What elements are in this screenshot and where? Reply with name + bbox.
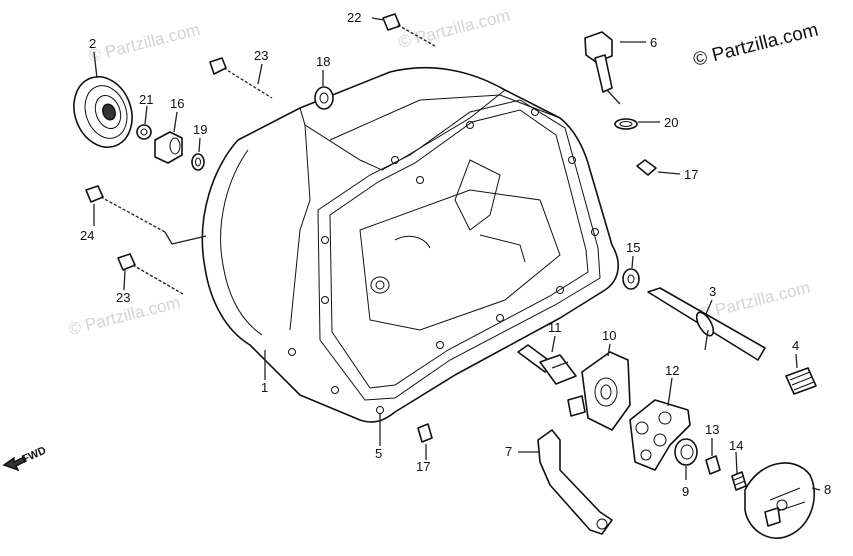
part-label-21[interactable]: 21 xyxy=(139,92,153,107)
plate-part-12[interactable] xyxy=(629,399,691,471)
part-label-24[interactable]: 24 xyxy=(80,228,94,243)
part-labels: 2 21 16 19 23 18 22 6 20 17 15 3 4 11 10… xyxy=(80,10,831,499)
part-label-3[interactable]: 3 xyxy=(709,284,716,299)
forward-arrow-icon xyxy=(2,456,27,472)
cap-nut-part-18[interactable] xyxy=(314,86,334,110)
dowel-pin-part-17-top[interactable] xyxy=(636,159,657,176)
washer-part-19[interactable] xyxy=(191,153,205,171)
collar-part-13[interactable] xyxy=(705,455,721,475)
plug-part-6[interactable] xyxy=(584,31,621,105)
part-label-14[interactable]: 14 xyxy=(729,438,743,453)
part-label-5[interactable]: 5 xyxy=(375,446,382,461)
part-label-9[interactable]: 9 xyxy=(682,484,689,499)
cap-part-2[interactable] xyxy=(64,69,141,156)
part-label-18[interactable]: 18 xyxy=(316,54,330,69)
part-label-15[interactable]: 15 xyxy=(626,240,640,255)
part-label-2[interactable]: 2 xyxy=(89,36,96,51)
watermark: © Partzilla.com xyxy=(86,20,202,66)
part-label-22[interactable]: 22 xyxy=(347,10,361,25)
forward-indicator: FWD xyxy=(2,445,48,472)
part-label-12[interactable]: 12 xyxy=(665,363,679,378)
forward-label: FWD xyxy=(20,445,48,466)
shaft-part-11[interactable] xyxy=(517,344,577,385)
nut-part-21[interactable] xyxy=(136,124,152,140)
bolt-part-22[interactable] xyxy=(382,13,436,47)
crankcase-cover[interactable] xyxy=(201,66,619,423)
part-label-23-lower[interactable]: 23 xyxy=(116,290,130,305)
part-label-7[interactable]: 7 xyxy=(505,444,512,459)
seal-part-9[interactable] xyxy=(674,438,698,466)
part-label-19[interactable]: 19 xyxy=(193,122,207,137)
part-label-8[interactable]: 8 xyxy=(824,482,831,497)
leader-lines xyxy=(93,17,821,491)
part-label-17-bottom[interactable]: 17 xyxy=(416,459,430,474)
part-label-10[interactable]: 10 xyxy=(602,328,616,343)
shaft-part-3[interactable] xyxy=(647,287,766,361)
part-label-17-top[interactable]: 17 xyxy=(684,167,698,182)
part-label-13[interactable]: 13 xyxy=(705,422,719,437)
part-label-20[interactable]: 20 xyxy=(664,115,678,130)
arm-part-7[interactable] xyxy=(537,429,613,535)
bolt-part-24[interactable] xyxy=(85,185,166,233)
part-label-6[interactable]: 6 xyxy=(650,35,657,50)
spring-part-14[interactable] xyxy=(731,471,747,491)
plate-part-10[interactable] xyxy=(567,351,631,431)
part-label-16[interactable]: 16 xyxy=(170,96,184,111)
part-label-4[interactable]: 4 xyxy=(792,338,799,353)
cam-part-8[interactable] xyxy=(744,462,815,539)
bolt-part-23-top[interactable] xyxy=(209,57,273,99)
part-label-11[interactable]: 11 xyxy=(548,320,562,335)
part-label-1[interactable]: 1 xyxy=(261,380,268,395)
dowel-pin-part-17-bottom[interactable] xyxy=(417,423,433,443)
bolt-part-23-lower[interactable] xyxy=(117,253,184,295)
bushing-part-16[interactable] xyxy=(154,131,183,164)
washer-part-15[interactable] xyxy=(622,268,640,290)
spring-part-4[interactable] xyxy=(785,367,817,395)
o-ring-part-20[interactable] xyxy=(614,118,638,130)
brand-label: © Partzilla.com xyxy=(691,20,820,71)
watermark: © Partzilla.com xyxy=(396,6,512,52)
part-label-23-top[interactable]: 23 xyxy=(254,48,268,63)
